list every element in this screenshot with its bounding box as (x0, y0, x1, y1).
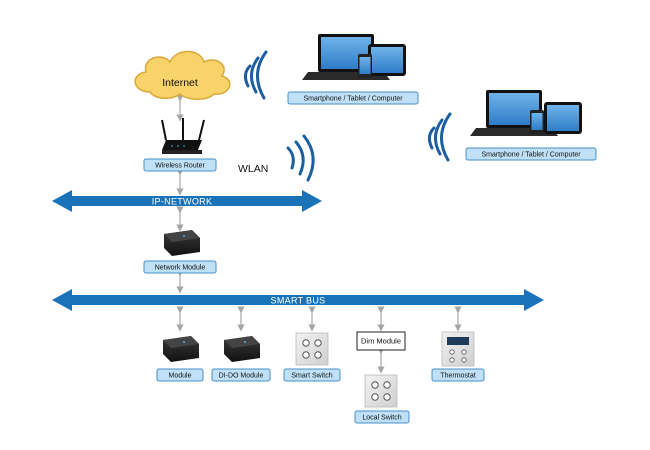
device-right-label-box: Smartphone / Tablet / Computer (465, 147, 597, 161)
module-icon (163, 336, 199, 362)
local-switch-label: Local Switch (362, 415, 401, 422)
internet-cloud: Internet (134, 50, 231, 100)
thermostat-label: Thermostat (440, 373, 475, 380)
wireless-router-label: Wireless Router (155, 163, 205, 170)
di-do-module-label: DI-DO Module (219, 373, 264, 380)
wlan-label: WLAN (238, 163, 268, 175)
module-label: Module (169, 373, 192, 380)
laptop-tablet-phone-icon (302, 34, 406, 80)
ip-network-label: IP-NETWORK (152, 197, 213, 207)
wifi-signal-icon (286, 134, 315, 182)
smart-switch-label: Smart Switch (291, 373, 332, 380)
smart-switch-label-box: Smart Switch (283, 368, 341, 382)
local-switch-icon (364, 374, 398, 408)
di-do-module-icon (224, 336, 260, 362)
di-do-module-label-box: DI-DO Module (211, 368, 271, 382)
dim-module-box: Dim Module (356, 331, 406, 351)
thermostat-label-box: Thermostat (431, 368, 485, 382)
network-module-label: Network Module (155, 265, 206, 272)
smart-bus-label: SMART BUS (271, 296, 326, 306)
thermostat-icon (441, 331, 475, 367)
wireless-router-icon (161, 118, 205, 154)
network-module-icon (164, 230, 200, 256)
wifi-signal-icon (427, 112, 452, 162)
local-switch-label-box: Local Switch (354, 410, 410, 424)
wifi-signal-icon (243, 50, 268, 100)
network-module-label-box: Network Module (143, 260, 217, 274)
dim-module-label: Dim Module (361, 337, 401, 346)
device-top-label: Smartphone / Tablet / Computer (303, 96, 403, 103)
smart-bus: SMART BUS (52, 289, 544, 311)
ip-network-bus: IP-NETWORK (52, 190, 322, 212)
device-top-label-box: Smartphone / Tablet / Computer (287, 91, 419, 105)
module-label-box: Module (156, 368, 204, 382)
wireless-router-label-box: Wireless Router (143, 158, 217, 172)
laptop-tablet-phone-icon (470, 90, 582, 136)
device-right-label: Smartphone / Tablet / Computer (481, 152, 581, 159)
internet-label: Internet (162, 77, 198, 89)
smart-switch-icon (295, 332, 329, 366)
connector-lines (176, 94, 462, 374)
